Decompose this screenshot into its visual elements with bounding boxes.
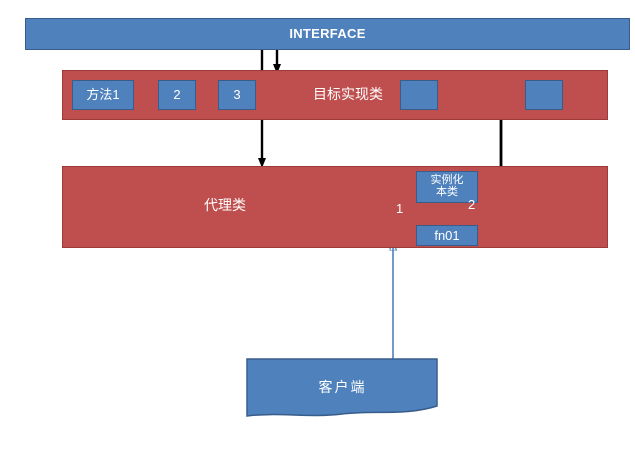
target-method-box-2[interactable]: 2 [158, 80, 196, 110]
target-implementation-class-label: 目标实现类 [313, 85, 383, 102]
proxy-class-label: 代理类 [204, 196, 246, 213]
target-method-box-1[interactable]: 方法1 [72, 80, 134, 110]
instantiate-self-box[interactable]: 实例化 本类 [416, 171, 478, 203]
client-shape[interactable] [246, 358, 438, 420]
step-number-1: 1 [396, 201, 404, 216]
target-method-box-5[interactable] [525, 80, 563, 110]
interface-bar[interactable]: INTERFACE [25, 18, 630, 50]
target-implementation-class-panel[interactable] [62, 70, 608, 120]
proxy-class-panel[interactable] [62, 166, 608, 248]
step-number-2: 2 [468, 197, 476, 212]
target-method-box-4[interactable] [400, 80, 438, 110]
fn01-box[interactable]: fn01 [416, 225, 478, 246]
client-wave-path [246, 358, 438, 417]
client-label: 客户端 [318, 379, 367, 395]
target-method-box-3[interactable]: 3 [218, 80, 256, 110]
